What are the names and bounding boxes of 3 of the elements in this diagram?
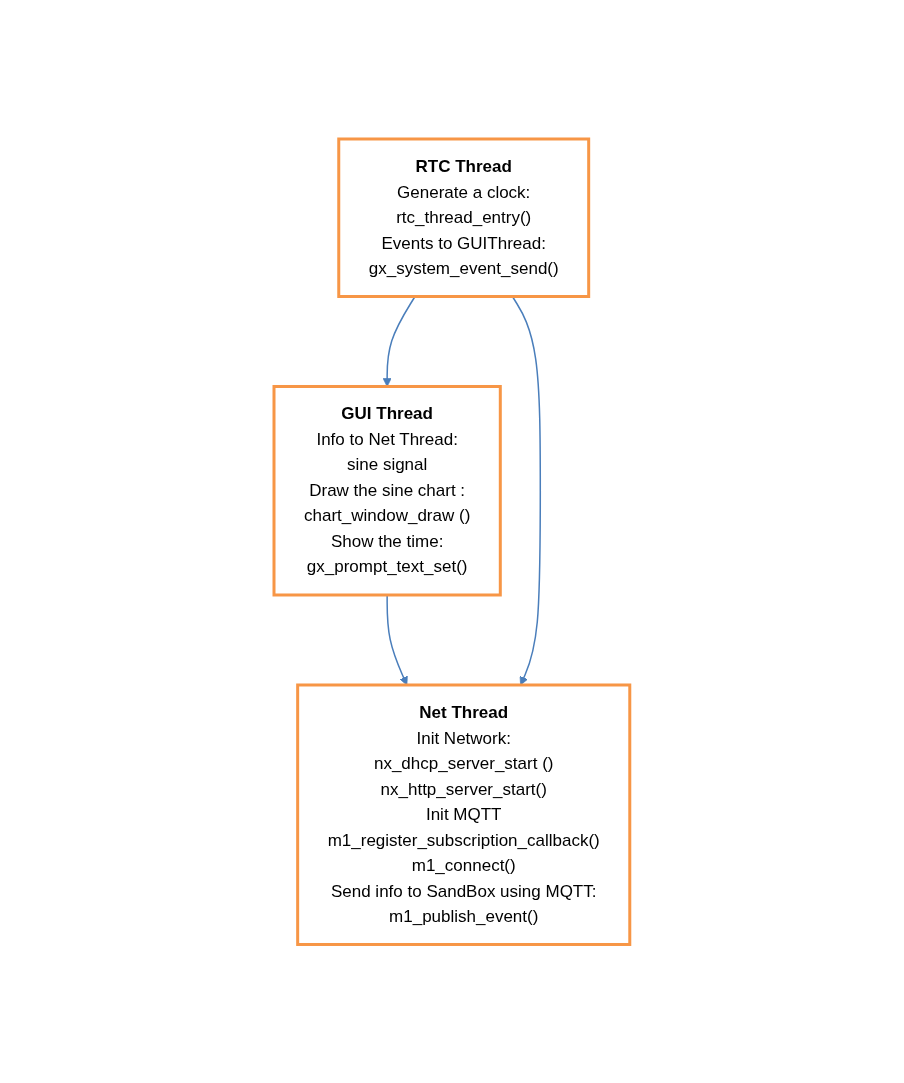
node-box: GUI Thread Info to Net Thread: sine signal Draw the sine chart : chart_window_draw () Show the time: gx_prompt_text_set(): [272, 384, 502, 597]
node-box: RTC Thread Generate a clock: rtc_thread_entry() Events to GUIThread: gx_system_event_send(): [337, 137, 591, 298]
node-box: Net Thread Init Network: nx_dhcp_server_start () nx_http_server_start() Init MQTT m1_register_subscription_callback() m1_connect() Send info to SandBox using MQTT: m1_publish_event(): [296, 683, 632, 946]
